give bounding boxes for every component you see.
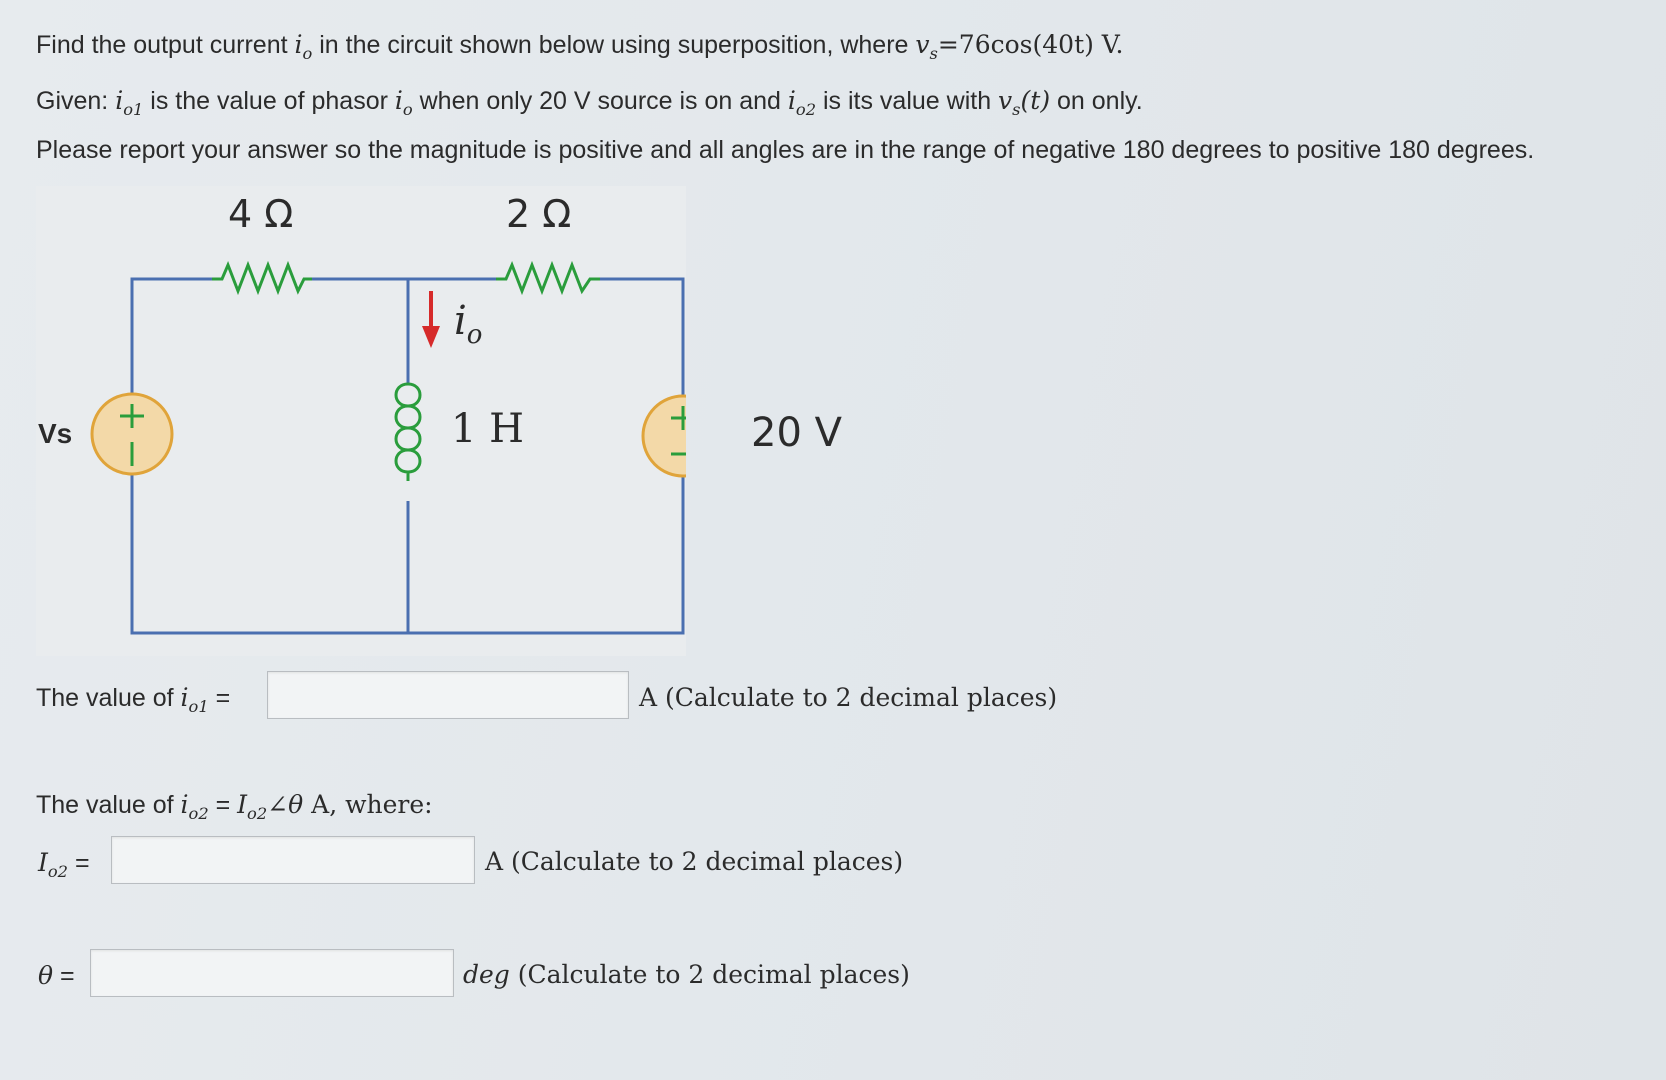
io-subscript: o [302,44,313,63]
theta-input[interactable] [90,949,454,997]
io2-intro: The value of io2 = Io2∠θ A, where: [36,790,433,823]
io2-intro-text: The value of [36,791,181,819]
vst-subscript: s [1012,100,1021,119]
io-label-subscript: o [466,320,483,350]
io-subscript-2: o [402,100,413,119]
I-o2-subscript: o2 [47,862,69,881]
io2-intro-magnitude-subscript: o2 [247,804,268,823]
given-text-a: is the value of phasor [143,87,395,115]
I-o2-input[interactable] [111,836,475,884]
vs-label: Vs [38,418,73,449]
I-o2-symbol: I [38,848,48,877]
io1-symbol: i [115,86,124,115]
I-o2-unit: A (Calculate to 2 decimal places) [485,847,904,876]
io2-subscript: o2 [795,100,817,119]
io-label-symbol: i [454,298,467,344]
resistor-2ohm-label: 2 Ω [506,192,572,236]
vs-equation: =76cos(40t) V. [937,30,1124,59]
question-text-mid: in the circuit shown below using superpo… [312,31,916,59]
question-text: Find the output current [36,31,295,59]
io2-intro-theta: θ [288,790,304,819]
I-o2-equals: = [68,849,90,877]
io1-subscript: o1 [123,100,144,119]
io-symbol: i [294,30,303,59]
given-text-b: when only 20 V source is on and [412,87,788,115]
io1-prompt-equals: = [208,684,231,712]
vs-subscript: s [929,44,938,63]
wire-left-top [130,277,212,393]
circuit-svg [90,260,725,635]
theta-unit-text: (Calculate to 2 decimal places) [509,960,910,989]
question-line-2: Given: io1 is the value of phasor io whe… [36,86,1143,119]
theta-equals: = [53,962,75,990]
io2-intro-tail: A, where: [303,790,433,819]
wire-top-right [600,277,685,396]
io1-prompt-symbol: i [180,683,189,712]
io1-prompt-subscript: o1 [188,697,209,716]
dc-source-icon [641,394,725,478]
resistor-4ohm-label: 4 Ω [228,192,294,236]
resistor-2ohm [496,260,600,296]
angle-icon: ∠ [267,790,289,819]
given-text-d: on only. [1050,87,1143,115]
vs-symbol: v [915,30,930,59]
vst-symbol: v [998,86,1013,115]
inductor-label: 1 H [451,406,525,452]
inductor-coil [394,382,422,481]
dc-source-label: 20 V [751,410,842,456]
question-line-3: Please report your answer so the magnitu… [36,136,1535,164]
io-symbol-2: i [394,86,403,115]
I-o2-prompt: Io2 = [38,848,90,881]
io1-unit: A (Calculate to 2 decimal places) [639,683,1058,712]
vst-argument: (t) [1020,86,1051,115]
question-line-1: Find the output current io in the circui… [36,30,1123,63]
io2-intro-magnitude: I [237,790,248,819]
io1-prompt-text: The value of [36,684,181,712]
io2-intro-symbol: i [180,790,189,819]
io1-prompt: The value of io1 = [36,683,230,716]
theta-prompt: θ = [38,961,75,991]
io2-symbol: i [787,86,796,115]
io1-input[interactable] [267,671,629,719]
io-label: io [454,298,482,350]
current-arrow-icon [422,291,440,348]
circuit-wires [130,277,685,635]
io2-intro-equals: = [208,791,238,819]
given-label: Given: [36,87,116,115]
resistor-4ohm [212,260,312,296]
given-text-c: is its value with [816,87,999,115]
theta-unit: deg (Calculate to 2 decimal places) [463,960,910,990]
circuit-diagram: 4 Ω 2 Ω io 1 H Vs 20 V [36,186,842,656]
theta-symbol: θ [38,961,54,990]
vs-source-icon [90,392,174,476]
theta-unit-deg: deg [463,960,510,989]
io2-intro-subscript: o2 [188,804,209,823]
